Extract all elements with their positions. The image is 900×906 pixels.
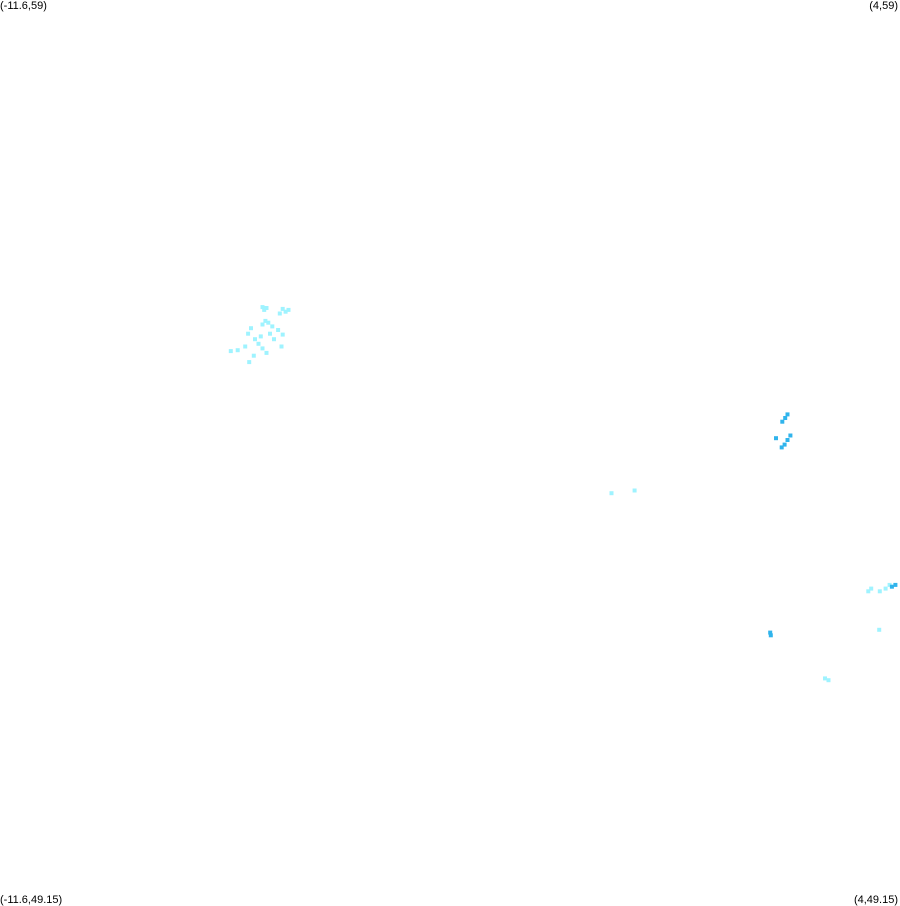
- precip-cell: [785, 438, 790, 442]
- precip-cell: [235, 348, 240, 353]
- precip-cell: [264, 306, 269, 310]
- echo-band-east: [774, 412, 793, 450]
- precip-cell: [270, 324, 275, 329]
- precip-cell: [887, 582, 892, 587]
- precip-cell: [268, 331, 272, 336]
- precip-cell: [877, 589, 882, 594]
- corner-coordinate-top-right: (4,59): [869, 0, 898, 12]
- echo-speck-south: [823, 676, 831, 683]
- precip-cell: [788, 433, 793, 438]
- echo-edge-southeast: [889, 582, 898, 589]
- precip-cell: [253, 337, 257, 342]
- precip-cell: [263, 318, 268, 323]
- precip-cell: [632, 488, 637, 493]
- precip-cell: [277, 311, 282, 316]
- precip-cell: [785, 412, 790, 417]
- precip-cell: [256, 341, 261, 346]
- precip-cell: [272, 337, 276, 342]
- precip-cell: [889, 584, 894, 589]
- precip-cell: [262, 307, 267, 312]
- precip-cell: [286, 307, 291, 312]
- echo-cluster-southeast: [866, 582, 892, 632]
- precip-cell: [228, 349, 233, 354]
- precip-cell: [774, 436, 778, 441]
- precip-cell: [783, 416, 788, 420]
- corner-coordinate-bottom-left: (-11.6,49.15): [0, 894, 63, 906]
- corner-coordinate-bottom-right: (4,49.15): [853, 894, 898, 906]
- precip-cell: [883, 586, 888, 591]
- precip-cell: [866, 589, 871, 594]
- echo-speck-south-west: [768, 630, 773, 638]
- echo-speck-central: [609, 488, 637, 496]
- precip-cell: [249, 326, 253, 331]
- precip-cell: [609, 491, 614, 496]
- precip-cell: [279, 344, 284, 349]
- precip-cell: [258, 334, 263, 339]
- precip-cell: [260, 305, 265, 310]
- precip-cell: [251, 353, 256, 358]
- precip-cell: [266, 320, 271, 325]
- precip-cell: [260, 346, 265, 351]
- precip-cell: [247, 360, 252, 365]
- precip-cell: [260, 322, 265, 327]
- precip-cell: [264, 350, 269, 355]
- precip-cell: [280, 332, 285, 337]
- precip-cell: [893, 582, 898, 587]
- precip-cell: [280, 306, 285, 311]
- precip-cell: [779, 445, 784, 450]
- precip-cell: [869, 586, 874, 591]
- precip-cell: [243, 344, 248, 349]
- precip-cell: [782, 442, 787, 447]
- precip-cell: [826, 678, 831, 683]
- echo-cluster-northwest: [228, 305, 291, 365]
- corner-coordinate-top-left: (-11.6,59): [0, 0, 47, 12]
- precip-cell: [780, 419, 785, 424]
- precip-cell: [877, 627, 882, 632]
- precip-cell: [823, 676, 827, 681]
- precip-cell: [283, 309, 288, 314]
- precip-cell: [246, 331, 251, 336]
- precip-cell: [768, 630, 773, 635]
- precip-cell: [276, 328, 281, 332]
- precip-cell: [768, 633, 773, 638]
